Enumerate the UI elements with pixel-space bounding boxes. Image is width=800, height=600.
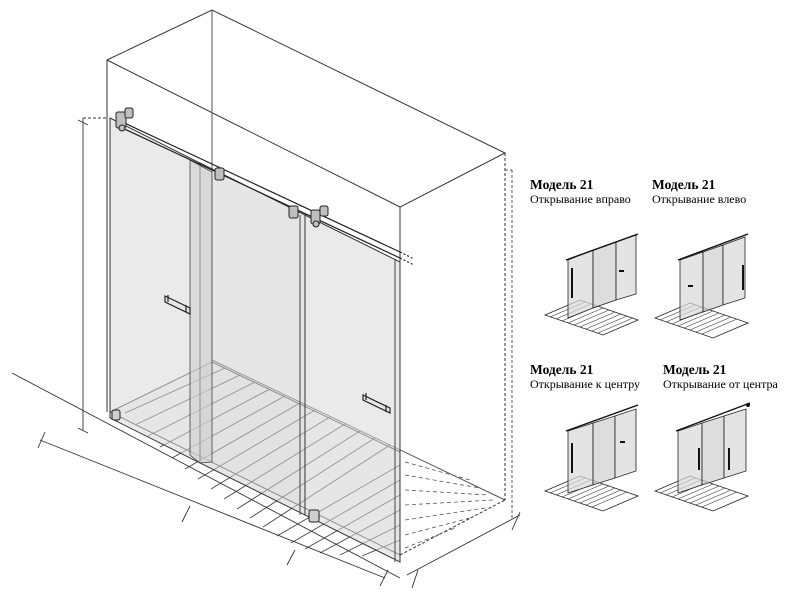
dimension-lines	[11, 117, 521, 589]
thumbnail-opening-out	[653, 402, 751, 512]
thumbnail-opening-right	[543, 233, 640, 336]
thumbnail-opening-center	[543, 404, 640, 512]
top-rail	[117, 119, 415, 266]
leader-lines	[505, 169, 513, 520]
model-subtitle: Открывание влево	[652, 192, 747, 206]
model-subtitle: Открывание от центра	[663, 377, 778, 391]
thumbnail-opening-left	[653, 233, 750, 339]
model-title: Модель 21	[530, 177, 594, 192]
model-title: Модель 21	[652, 177, 716, 192]
caption-model-center: Модель 21 Открывание к центру	[530, 362, 640, 392]
door-handles	[164, 295, 391, 414]
caption-model-right: Модель 21 Открывание вправо	[530, 177, 631, 207]
caption-model-out: Модель 21 Открывание от центра	[663, 362, 778, 392]
rail-brackets	[115, 107, 329, 228]
caption-model-left: Модель 21 Открывание влево	[652, 177, 746, 207]
model-subtitle: Открывание к центру	[530, 377, 641, 391]
model-title: Модель 21	[530, 362, 594, 377]
glass-panels	[109, 117, 401, 563]
model-title: Модель 21	[663, 362, 727, 377]
bottom-guides	[111, 409, 320, 523]
model-subtitle: Открывание вправо	[530, 192, 631, 206]
